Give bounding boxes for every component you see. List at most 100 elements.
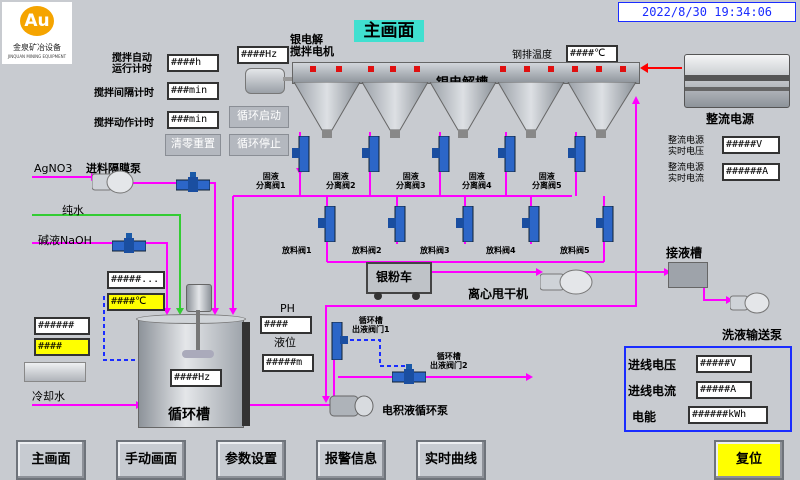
rect-voltage-label: 整流电源 实时电压 [668, 136, 705, 157]
stir-action-label: 搅拌动作计时 [94, 118, 154, 129]
logo: Au 金泉矿冶设备 JINQUAN MINING EQUIPMENT [2, 2, 72, 64]
logo-caption: 金泉矿冶设备 [13, 43, 61, 52]
circ-temp-field[interactable]: ####℃ [107, 293, 165, 311]
drain-valve-2-icon[interactable] [388, 205, 412, 246]
drain-valve-5-label: 放料阀5 [560, 246, 590, 255]
motor-freq-field[interactable]: ####Hz [237, 46, 289, 64]
circ-pump-icon [329, 395, 374, 417]
rect-current-field[interactable]: ######A [722, 163, 780, 181]
solid-valve-5-label: 固液 分离阀5 [532, 172, 562, 190]
stir-interval-field[interactable]: ###min [167, 82, 219, 100]
circ-tank-label: 循环槽 [168, 407, 210, 423]
solid-valve-3-label: 固液 分离阀3 [396, 172, 426, 190]
circ-stir-shaft [196, 310, 200, 354]
stir-auto-label: 搅拌自动 运行计时 [112, 53, 152, 75]
circ-field-1[interactable]: #####... [107, 271, 165, 289]
wash-pump-label: 洗液输送泵 [722, 328, 783, 342]
tank-indicators [310, 66, 626, 72]
rectifier-icon [684, 54, 790, 108]
out-valve-1-icon [331, 322, 348, 360]
cycle-stop-button[interactable]: 循环停止 [229, 134, 289, 156]
level-label: 液位 [274, 336, 296, 349]
drain-valve-4-label: 放料阀4 [486, 246, 516, 255]
cycle-start-button[interactable]: 循环启动 [229, 106, 289, 128]
reset-clear-button[interactable]: 清零重置 [165, 134, 221, 156]
tank-cones [293, 82, 637, 138]
circ-pump-label: 电积液循环泵 [382, 404, 448, 417]
feed-pump-label: 进料隔膜泵 [86, 162, 141, 175]
power-panel [624, 346, 792, 432]
drain-valve-4-icon[interactable] [522, 205, 546, 246]
left-field-1[interactable]: ###### [34, 317, 90, 335]
out-valve-2-icon [392, 364, 426, 384]
cooling-water-label: 冷却水 [32, 390, 65, 403]
solid-valve-1-icon[interactable] [292, 135, 316, 176]
receiver-tank [668, 262, 708, 288]
datetime-display: 2022/8/30 19:34:06 [618, 2, 796, 22]
naoh-valve-icon [112, 233, 146, 253]
wash-pump-icon [730, 292, 770, 314]
silver-cart-label: 银粉车 [376, 270, 413, 284]
receiver-label: 接液槽 [666, 246, 703, 260]
temp-field[interactable]: ####℃ [566, 45, 618, 63]
silver-cart [366, 262, 432, 294]
pure-water-label: 纯水 [62, 204, 84, 217]
solid-valve-1-label: 固液 分离阀1 [256, 172, 286, 190]
nav-main-button[interactable]: 主画面 [16, 440, 86, 480]
cooling-indicator [24, 362, 86, 382]
drain-valve-3-label: 放料阀3 [420, 246, 450, 255]
ph-label: PH [280, 302, 295, 315]
rectifier-label: 整流电源 [706, 112, 755, 126]
circ-stir-blade [182, 350, 214, 358]
nav-trend-button[interactable]: 实时曲线 [416, 440, 486, 480]
energy-field[interactable]: ######kWh [688, 406, 768, 424]
page-title: 主画面 [354, 20, 424, 42]
nav-alarm-button[interactable]: 报警信息 [316, 440, 386, 480]
out-valve-1-label: 循环槽 出液阀门1 [352, 316, 390, 334]
logo-mark: Au [20, 6, 54, 36]
naoh-label: 碱液NaOH [38, 234, 92, 247]
centrifuge-label: 离心甩干机 [468, 287, 529, 301]
motor-shaft [283, 77, 293, 81]
stir-motor-icon [245, 68, 285, 94]
circ-tank-level-bar [242, 322, 250, 426]
solid-valve-3-icon[interactable] [432, 135, 456, 176]
ph-field[interactable]: #### [260, 316, 312, 334]
drain-valve-5-icon[interactable] [596, 205, 620, 246]
motor-label: 银电解 搅拌电机 [290, 33, 334, 58]
nav-params-button[interactable]: 参数设置 [216, 440, 286, 480]
drain-valve-3-icon[interactable] [456, 205, 480, 246]
drain-valve-1-icon[interactable] [318, 205, 342, 246]
circ-stir-motor [186, 284, 212, 312]
cart-wheel-left [374, 292, 382, 300]
rect-voltage-field[interactable]: #####V [722, 136, 780, 154]
solid-valve-5-icon[interactable] [568, 135, 592, 176]
solid-valve-4-label: 固液 分离阀4 [462, 172, 492, 190]
solid-valve-2-icon[interactable] [362, 135, 386, 176]
level-field[interactable]: #####m [262, 354, 314, 372]
circ-freq-field[interactable]: ####Hz [170, 369, 222, 387]
feed-valve-icon [176, 172, 210, 192]
line-voltage-field[interactable]: #####V [696, 355, 752, 373]
centrifuge-icon [540, 269, 593, 295]
rect-current-label: 整流电源 实时电流 [668, 163, 705, 184]
cart-wheel-right [412, 292, 420, 300]
drain-valve-1-label: 放料阀1 [282, 246, 312, 255]
left-field-2[interactable]: #### [34, 338, 90, 356]
line-current-field[interactable]: #####A [696, 381, 752, 399]
line-current-label: 进线电流 [628, 384, 677, 398]
solid-valve-2-label: 固液 分离阀2 [326, 172, 356, 190]
reset-button[interactable]: 复位 [714, 440, 784, 480]
energy-label: 电能 [632, 410, 657, 424]
stir-action-field[interactable]: ###min [167, 111, 219, 129]
stir-auto-field[interactable]: ####h [167, 54, 219, 72]
logo-subcaption: JINQUAN MINING EQUIPMENT [7, 54, 67, 59]
nav-manual-button[interactable]: 手动画面 [116, 440, 186, 480]
stir-interval-label: 搅拌间隔计时 [94, 88, 154, 99]
temp-label: 钢排温度 [512, 50, 552, 61]
drain-valve-2-label: 放料阀2 [352, 246, 382, 255]
circ-tank-lid [136, 314, 246, 324]
feed-pump-icon [92, 170, 134, 194]
out-valve-2-label: 循环槽 出液阀门2 [430, 352, 468, 370]
solid-valve-4-icon[interactable] [498, 135, 522, 176]
